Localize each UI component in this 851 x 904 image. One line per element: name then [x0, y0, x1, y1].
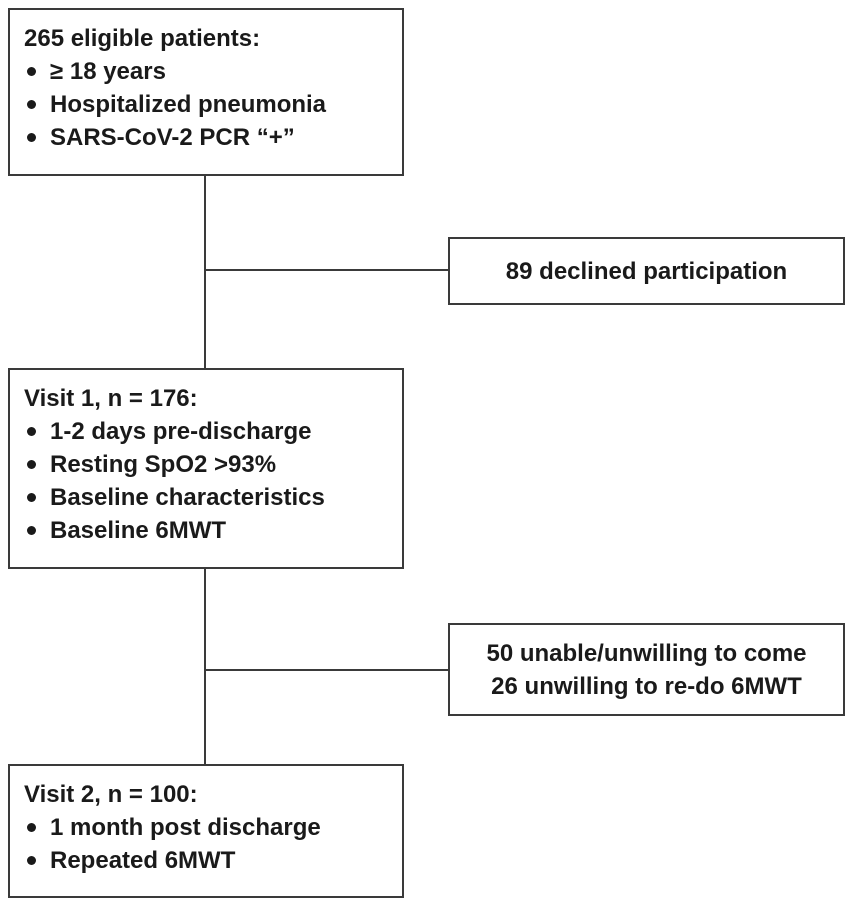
bullet-icon [27, 133, 36, 142]
bullet-icon [27, 823, 36, 832]
bullet-icon [27, 493, 36, 502]
list-item: 1 month post discharge [24, 811, 388, 844]
visit1-list: 1-2 days pre-discharge Resting SpO2 >93%… [24, 415, 388, 547]
list-item: Baseline characteristics [24, 481, 388, 514]
list-item: Baseline 6MWT [24, 514, 388, 547]
list-item: 1-2 days pre-discharge [24, 415, 388, 448]
criterion-pneumonia: Hospitalized pneumonia [50, 91, 327, 118]
unwilling-redo-text: 26 unwilling to re-do 6MWT [491, 672, 802, 700]
criterion-pcr: SARS-CoV-2 PCR “+” [50, 124, 295, 151]
visit2-box: Visit 2, n = 100: 1 month post discharge… [8, 764, 404, 898]
list-item: Repeated 6MWT [24, 844, 388, 877]
list-item: ≥ 18 years [24, 55, 388, 88]
visit1-item-spo2: Resting SpO2 >93% [50, 451, 277, 478]
visit2-title: Visit 2, n = 100: [24, 781, 198, 808]
criterion-age: ≥ 18 years [50, 58, 166, 85]
unable-to-come-text: 50 unable/unwilling to come [486, 639, 807, 667]
visit1-box: Visit 1, n = 176: 1-2 days pre-discharge… [8, 368, 404, 569]
declined-participation-box: 89 declined participation [448, 237, 845, 305]
list-item: Resting SpO2 >93% [24, 448, 388, 481]
visit1-item-timing: 1-2 days pre-discharge [50, 418, 312, 445]
eligible-patients-box: 265 eligible patients: ≥ 18 years Hospit… [8, 8, 404, 176]
bullet-icon [27, 100, 36, 109]
declined-participation-text: 89 declined participation [505, 257, 788, 285]
visit1-item-6mwt: Baseline 6MWT [50, 517, 227, 544]
bullet-icon [27, 67, 36, 76]
eligible-criteria-list: ≥ 18 years Hospitalized pneumonia SARS-C… [24, 55, 388, 154]
bullet-icon [27, 526, 36, 535]
visit2-list: 1 month post discharge Repeated 6MWT [24, 811, 388, 877]
visit1-item-characteristics: Baseline characteristics [50, 484, 325, 511]
bullet-icon [27, 460, 36, 469]
bullet-icon [27, 856, 36, 865]
bullet-icon [27, 427, 36, 436]
list-item: Hospitalized pneumonia [24, 88, 388, 121]
visit1-title: Visit 1, n = 176: [24, 385, 198, 412]
visit2-item-6mwt: Repeated 6MWT [50, 847, 236, 874]
visit2-item-timing: 1 month post discharge [50, 814, 321, 841]
list-item: SARS-CoV-2 PCR “+” [24, 121, 388, 154]
unable-unwilling-box: 50 unable/unwilling to come 26 unwilling… [448, 623, 845, 716]
eligible-patients-title: 265 eligible patients: [24, 25, 261, 52]
